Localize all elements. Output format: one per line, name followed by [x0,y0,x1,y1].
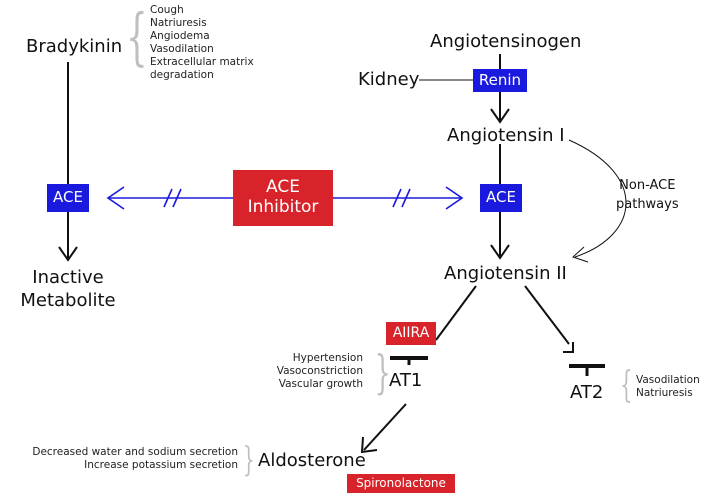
angiotensin-ii-label: Angiotensin II [444,263,567,284]
bradykinin-effect-item: degradation [150,69,214,81]
at2-effects-brace: { [620,365,633,406]
aldosterone-label: Aldosterone [258,450,366,471]
ace-inhibitor-line-2: Inhibitor [247,197,319,217]
ace-left-box: ACE [47,184,89,212]
renin-label: Renin [478,70,522,89]
aldosterone-effect-item: Decreased water and sodium secretion [32,446,238,458]
at1-effect-item: Hypertension [292,352,363,364]
at2-effects-list: Vasodilation Natriuresis [636,374,700,400]
kidney-label: Kidney [358,69,420,90]
spironolactone-box: Spironolactone [347,474,455,493]
bradykinin-effect-item: Vasodilation [150,43,214,55]
aldosterone-effect-item: Increase potassium secretion [84,459,238,471]
inhibitor-to-left-ace-arrowhead [106,186,125,210]
aiira-label: AIIRA [392,325,430,342]
inactive-metabolite-line-2: Metabolite [20,290,116,311]
angiotensin-ii-to-at2-arrowhead [563,342,574,353]
inactive-metabolite-label: Inactive Metabolite [20,266,116,312]
aldosterone-effects-list: Decreased water and sodium secretion Inc… [2,446,238,472]
right-block-mark-1 [392,188,402,208]
bradykinin-effect-item: Extracellular matrix [150,56,254,68]
inhibitor-to-right-ace-arrowhead [445,186,464,210]
left-block-mark-2 [172,188,182,208]
ace-to-angiotensin-ii-arrowhead [490,244,510,260]
bradykinin-label: Bradykinin [26,36,123,57]
ace-inhibitor-box: ACE Inhibitor [233,170,333,226]
angiotensin-ii-to-at2-line [524,285,570,345]
at1-effect-item: Vascular growth [278,378,363,390]
non-ace-pathway-curve [568,139,627,258]
ace-inhibitor-line-1: ACE [266,177,300,198]
bradykinin-effect-item: Angiodema [150,30,210,42]
at1-effects-brace: { [374,345,391,399]
angiotensin-ii-to-at1-line [435,285,477,341]
bradykinin-effects-brace: { [126,0,148,73]
non-ace-pathways-line-1: Non-ACE [619,178,676,193]
at1-to-aldosterone-line [363,403,407,451]
inactive-metabolite-line-1: Inactive [32,267,104,288]
bradykinin-effects-list: Cough Natriuresis Angiodema Vasodilation… [150,4,254,82]
bradykinin-effect-item: Cough [150,4,184,16]
ace-right-box: ACE [480,184,522,212]
aiira-box: AIIRA [386,322,436,345]
renin-box: Renin [473,69,527,92]
non-ace-pathway-arrowhead [572,246,589,263]
ace-right-label: ACE [486,188,516,207]
at2-effect-item: Vasodilation [636,374,700,386]
at1-to-aldosterone-arrowhead [360,436,378,454]
ace-to-metabolite-arrowhead [58,246,78,262]
renin-to-angiotensin-i-arrowhead [490,108,510,124]
bradykinin-effect-item: Natriuresis [150,17,207,29]
at1-effect-item: Vasoconstriction [276,365,363,377]
left-block-mark-1 [163,188,173,208]
angiotensin-i-label: Angiotensin I [447,125,565,146]
ace-left-label: ACE [53,188,83,207]
at1-effects-list: Hypertension Vasoconstriction Vascular g… [250,352,363,391]
at2-effect-item: Natriuresis [636,387,693,399]
non-ace-pathways-line-2: pathways [616,197,679,212]
aldosterone-effects-brace: { [242,440,255,480]
at2-label: AT2 [570,382,604,403]
at1-label: AT1 [389,370,423,391]
right-block-mark-2 [401,188,411,208]
angiotensinogen-label: Angiotensinogen [430,31,582,52]
spironolactone-label: Spironolactone [356,475,446,490]
non-ace-pathways-label: Non-ACE pathways [616,176,679,214]
